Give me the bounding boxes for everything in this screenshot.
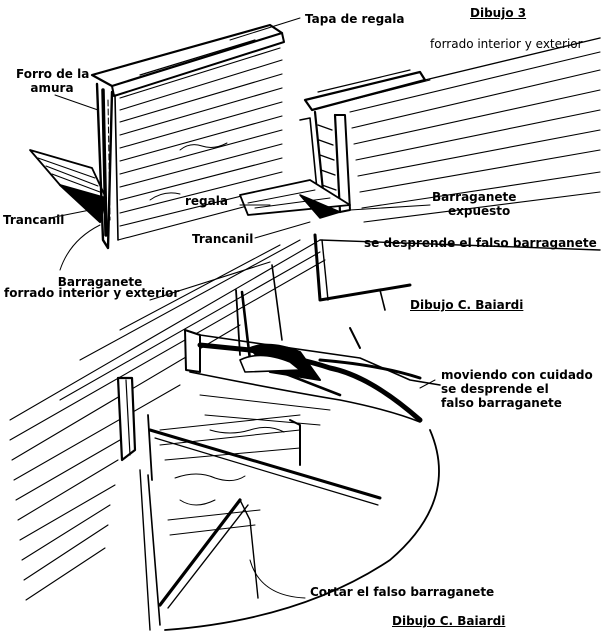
credit-baiardi-1: Dibujo C. Baiardi [410, 298, 524, 312]
label-cortar: Cortar el falso barraganete [310, 585, 495, 599]
label-trancanil-left: Trancanil [3, 213, 65, 227]
detail-left-bulwark [29, 23, 285, 250]
label-moviendo-3: falso barraganete [441, 396, 562, 410]
detail-right-bulwark [239, 37, 601, 223]
label-forro-line1: Forro de la [16, 67, 90, 81]
leader-lines-lower [249, 379, 436, 599]
label-tapa-de-regala: Tapa de regala [305, 12, 405, 26]
label-moviendo-1: moviendo con cuidado [441, 368, 593, 382]
label-trancanil-mid: Trancanil [192, 232, 254, 246]
label-barraganete-expuesto-1: Barraganete [432, 190, 517, 204]
label-barraganete-bottom-1: Barraganete [57, 275, 143, 289]
label-barraganete-bottom-2: forrado interior y exterior [4, 286, 180, 300]
label-moviendo-2: se desprende el [441, 382, 549, 396]
leader-lines [49, 17, 431, 271]
credit-baiardi-2: Dibujo C. Baiardi [392, 614, 506, 628]
figure-title-dibujo-3: Dibujo 3 [470, 6, 527, 20]
label-forro-line2: amura [30, 81, 74, 95]
label-barraganete-expuesto-2: expuesto [448, 204, 511, 218]
label-regala: regala [185, 194, 228, 208]
label-se-desprende: se desprende el falso barraganete [364, 236, 597, 250]
hull-main [9, 233, 601, 631]
label-forrado-top: forrado interior y exterior [430, 37, 583, 51]
